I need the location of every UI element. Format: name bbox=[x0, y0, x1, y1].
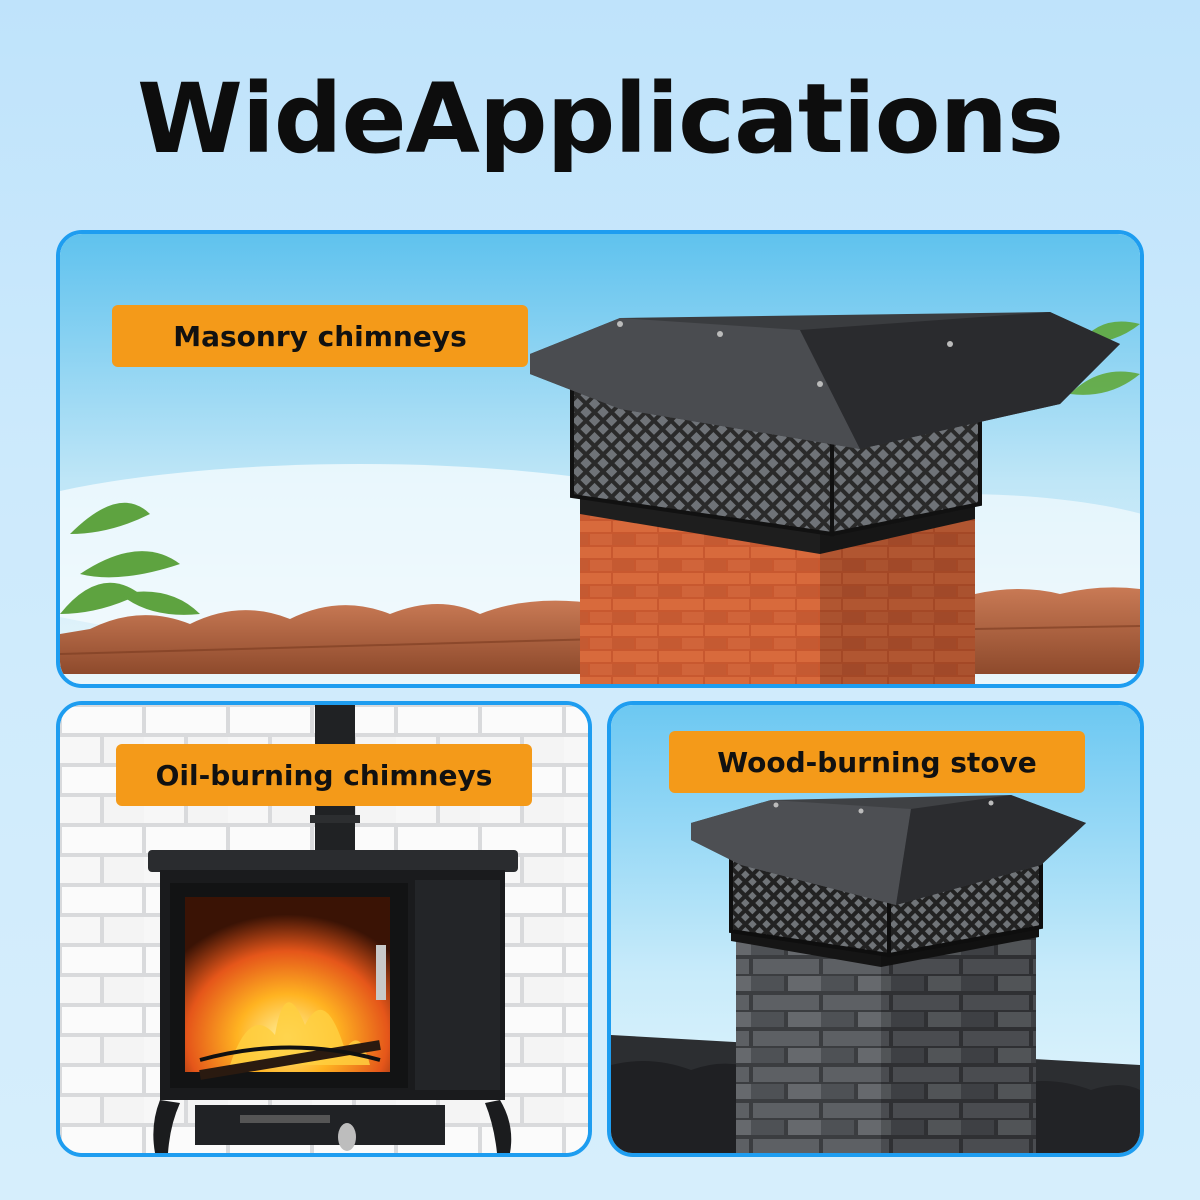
stone-chimney bbox=[736, 920, 1036, 1153]
label-wood-burning-stove: Wood-burning stove bbox=[669, 731, 1085, 793]
wood-stove bbox=[148, 850, 518, 1153]
panel-masonry-chimneys: Masonry chimneys bbox=[56, 230, 1144, 688]
panel-wood-burning-stove: Wood-burning stove bbox=[607, 701, 1144, 1157]
chimney-cap-brick-image bbox=[60, 234, 1140, 684]
panel-oil-burning-chimneys: Oil-burning chimneys bbox=[56, 701, 592, 1157]
label-oil-burning-chimneys: Oil-burning chimneys bbox=[116, 744, 532, 806]
bamboo-leaves-icon bbox=[60, 502, 200, 615]
label-masonry-chimneys: Masonry chimneys bbox=[112, 305, 528, 367]
roof-tiles bbox=[60, 587, 1140, 674]
chimney-cap bbox=[691, 795, 1086, 967]
page-title: WideApplications bbox=[136, 63, 1064, 175]
chimney-cap bbox=[530, 312, 1120, 554]
